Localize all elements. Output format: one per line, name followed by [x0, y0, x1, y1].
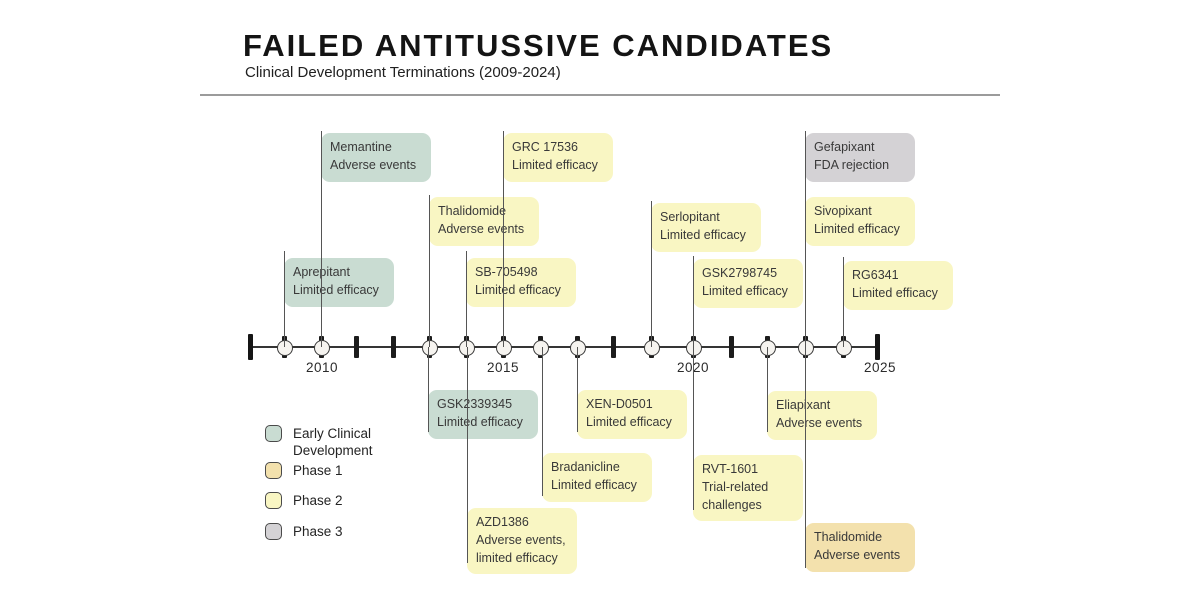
year-tick	[391, 336, 396, 358]
legend-item-phase-3: Phase 3	[265, 523, 403, 541]
legend-label: Phase 2	[293, 493, 343, 508]
legend-item-early-clinical: Early Clinical Development	[265, 425, 403, 460]
event-reason: Limited efficacy	[702, 283, 788, 298]
event-name: XEN-D0501	[586, 397, 653, 411]
event-reason: Limited efficacy	[293, 282, 379, 297]
connector-memantine	[321, 131, 323, 347]
event-reason: Limited efficacy	[852, 285, 938, 300]
header-divider	[200, 94, 1000, 96]
event-name: AZD1386	[476, 515, 529, 529]
legend-swatch-phase3	[265, 523, 282, 540]
event-card-xen-d0501: XEN-D0501 Limited efficacy	[577, 390, 687, 439]
event-name: SB-705498	[475, 265, 538, 279]
event-card-azd1386: AZD1386 Adverse events, limited efficacy	[467, 508, 577, 575]
event-card-gefapixant: Gefapixant FDA rejection	[805, 133, 915, 182]
event-reason: Limited efficacy	[586, 414, 672, 429]
event-card-bradanicline: Bradanicline Limited efficacy	[542, 453, 652, 502]
event-reason: Adverse events	[330, 157, 417, 172]
connector-aprepitant	[284, 251, 286, 347]
event-name: Eliapixant	[776, 398, 831, 412]
year-label: 2025	[863, 360, 897, 375]
page-subtitle: Clinical Development Terminations (2009-…	[245, 64, 561, 81]
legend-label: Phase 3	[293, 524, 343, 539]
event-name: Gefapixant	[814, 140, 875, 154]
event-marker	[533, 340, 549, 356]
legend-label: Early Clinical Development	[293, 426, 373, 458]
event-name: GSK2798745	[702, 266, 778, 280]
event-card-rvt-1601: RVT-1601 Trial-related challenges	[693, 455, 803, 522]
event-reason: Adverse events	[814, 547, 901, 562]
event-name: Serlopitant	[660, 210, 720, 224]
connector-gefapixant	[805, 131, 807, 347]
event-name: GSK2339345	[437, 397, 513, 411]
event-reason: Limited efficacy	[660, 227, 746, 242]
legend-swatch-phase2	[265, 492, 282, 509]
legend-label: Phase 1	[293, 463, 343, 478]
event-reason: Limited efficacy	[551, 477, 637, 492]
event-card-sivopixant: Sivopixant Limited efficacy	[805, 197, 915, 246]
event-card-memantine: Memantine Adverse events	[321, 133, 431, 182]
event-card-gsk2339345: GSK2339345 Limited efficacy	[428, 390, 538, 439]
event-reason: FDA rejection	[814, 157, 890, 172]
event-reason: Limited efficacy	[512, 157, 598, 172]
connector-gsk2339345	[428, 347, 430, 432]
connector-xen-d0501	[577, 347, 579, 432]
event-card-grc-17536: GRC 17536 Limited efficacy	[503, 133, 613, 182]
event-name: GRC 17536	[512, 140, 579, 154]
event-name: Sivopixant	[814, 204, 872, 218]
event-reason: Limited efficacy	[814, 221, 900, 236]
axis-start-cap	[248, 334, 253, 360]
event-card-serlopitant: Serlopitant Limited efficacy	[651, 203, 761, 252]
connector-grc-17536	[503, 131, 505, 347]
year-label: 2020	[677, 360, 709, 375]
legend-swatch-phase1	[265, 462, 282, 479]
event-reason: Limited efficacy	[475, 282, 561, 297]
event-reason: Adverse events, limited efficacy	[476, 532, 566, 565]
event-name: Thalidomide	[814, 530, 883, 544]
axis-end-cap	[875, 334, 880, 360]
event-card-aprepitant: Aprepitant Limited efficacy	[284, 258, 394, 307]
event-name: RG6341	[852, 268, 899, 282]
connector-rg6341	[843, 257, 845, 347]
event-name: Memantine	[330, 140, 392, 154]
event-card-sb-705498: SB-705498 Limited efficacy	[466, 258, 576, 307]
event-name: Thalidomide	[438, 204, 507, 218]
event-reason: Adverse events	[438, 221, 525, 236]
connector-serlopitant	[651, 201, 653, 347]
connector-eliapixant	[767, 347, 769, 432]
connector-thalidomide-2023	[805, 347, 807, 568]
connector-azd1386	[467, 347, 469, 563]
connector-rvt-1601	[693, 347, 695, 510]
legend-item-phase-1: Phase 1	[265, 462, 403, 480]
year-tick	[354, 336, 359, 358]
legend-swatch-early	[265, 425, 282, 442]
event-card-eliapixant: Eliapixant Adverse events	[767, 391, 877, 440]
year-label: 2015	[486, 360, 520, 375]
year-tick	[729, 336, 734, 358]
timeline-axis	[250, 346, 878, 348]
event-name: Bradanicline	[551, 460, 620, 474]
year-tick	[611, 336, 616, 358]
event-card-rg6341: RG6341 Limited efficacy	[843, 261, 953, 310]
event-reason: Limited efficacy	[437, 414, 523, 429]
event-name: Aprepitant	[293, 264, 389, 282]
connector-gsk2798745	[693, 256, 695, 347]
connector-thalidomide-2013	[429, 195, 431, 347]
connector-bradanicline	[542, 347, 544, 496]
legend-item-phase-2: Phase 2	[265, 492, 403, 510]
event-card-gsk2798745: GSK2798745 Limited efficacy	[693, 259, 803, 308]
event-reason: Trial-related challenges	[702, 479, 769, 512]
event-card-thalidomide-2023: Thalidomide Adverse events	[805, 523, 915, 572]
page-title: FAILED ANTITUSSIVE CANDIDATES	[243, 28, 834, 63]
event-card-thalidomide-2013: Thalidomide Adverse events	[429, 197, 539, 246]
event-reason: Adverse events	[776, 415, 863, 430]
year-label: 2010	[305, 360, 339, 375]
connector-sb-705498	[466, 251, 468, 347]
event-name: RVT-1601	[702, 462, 759, 476]
